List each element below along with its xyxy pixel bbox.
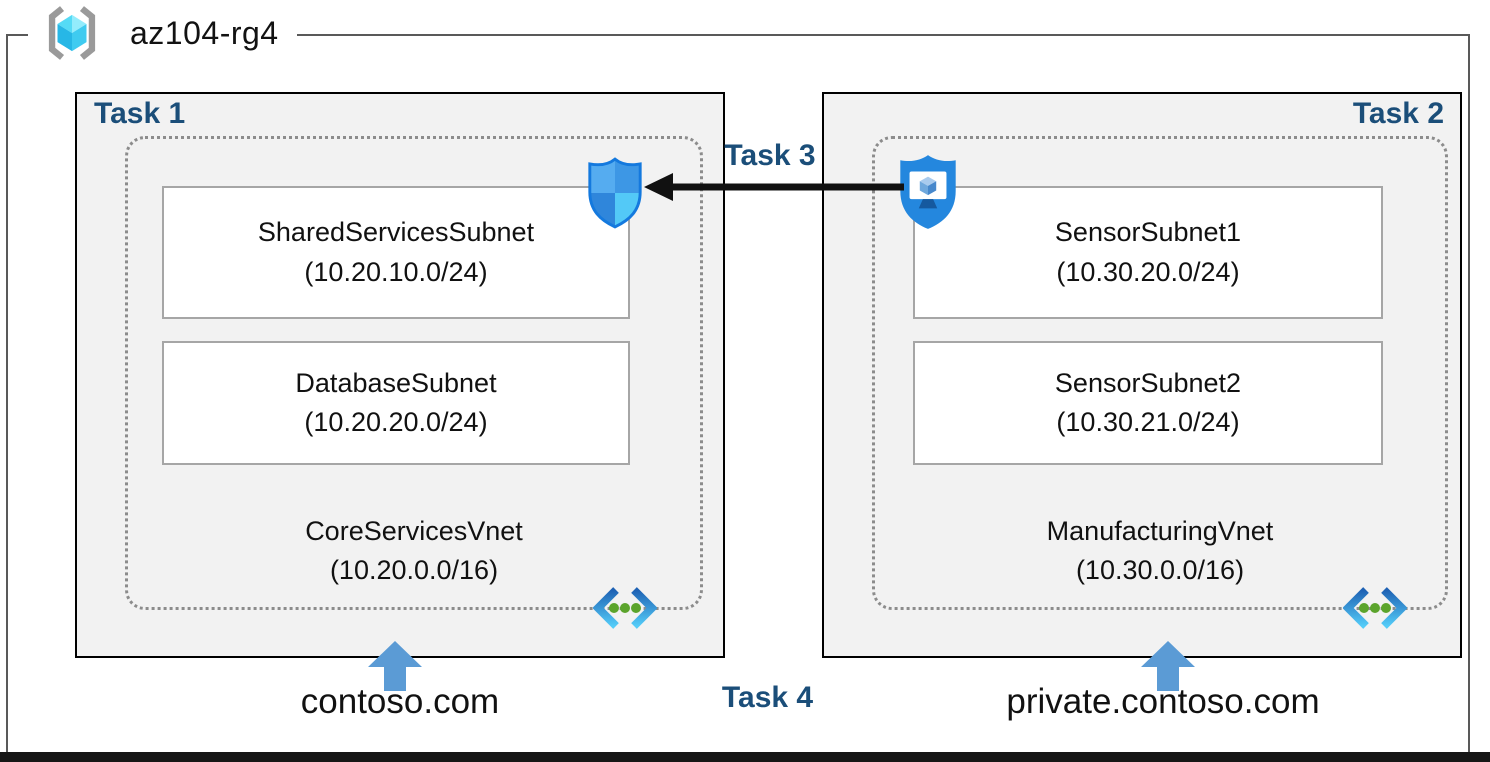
- subnet-cidr: (10.20.20.0/24): [304, 407, 488, 437]
- subnet-box-shared-services: SharedServicesSubnet (10.20.10.0/24): [162, 186, 630, 319]
- vnet-cidr: (10.20.0.0/16): [329, 555, 499, 586]
- vnet-boundary-core-services: [125, 136, 703, 610]
- resource-group-header: az104-rg4: [28, 2, 297, 64]
- vnet-name: CoreServicesVnet: [305, 516, 523, 546]
- vnet-boundary-manufacturing: [872, 136, 1448, 610]
- subnet-box-database: DatabaseSubnet (10.20.20.0/24): [162, 341, 630, 465]
- subnet-cidr: (10.20.10.0/24): [304, 256, 488, 287]
- vnet-caption-core-services: CoreServicesVnet (10.20.0.0/16): [125, 512, 703, 590]
- vnet-caption-manufacturing: ManufacturingVnet (10.30.0.0/16): [872, 512, 1448, 590]
- resource-group-icon: [48, 6, 96, 60]
- subnet-cidr: (10.30.20.0/24): [1056, 256, 1240, 287]
- task4-label: Task 4: [721, 681, 814, 714]
- subnet-name: SharedServicesSubnet: [257, 217, 535, 248]
- resource-group-name: az104-rg4: [130, 14, 279, 51]
- task3-label: Task 3: [724, 139, 816, 172]
- up-arrow-icon: [368, 641, 422, 691]
- bastion-icon: [900, 155, 956, 229]
- vnet-cidr: (10.30.0.0/16): [1075, 555, 1245, 586]
- peering-left-arrow: [644, 173, 904, 201]
- subnet-cidr: (10.30.21.0/24): [1056, 407, 1240, 437]
- subnet-box-sensor1: SensorSubnet1 (10.30.20.0/24): [913, 186, 1383, 319]
- task1-label: Task 1: [94, 97, 186, 130]
- nsg-shield-icon: [588, 157, 642, 229]
- subnet-box-sensor2: SensorSubnet2 (10.30.21.0/24): [913, 341, 1383, 465]
- vnet-name: ManufacturingVnet: [1046, 516, 1274, 546]
- subnet-name: SensorSubnet1: [1054, 217, 1242, 248]
- task2-label: Task 2: [1352, 97, 1444, 130]
- subnet-name: SensorSubnet2: [1054, 367, 1242, 398]
- vnet-icon: [593, 587, 657, 629]
- subnet-name: DatabaseSubnet: [295, 367, 497, 398]
- bottom-edge-bar: [0, 752, 1490, 762]
- vnet-icon: [1343, 587, 1407, 629]
- up-arrow-icon: [1141, 641, 1195, 691]
